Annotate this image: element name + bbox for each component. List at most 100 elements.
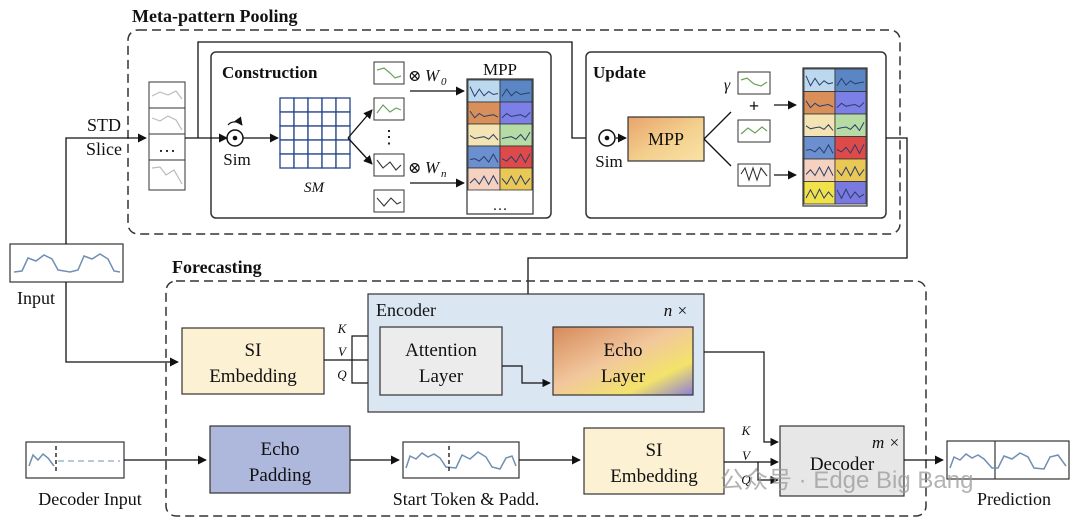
- pattern-cell: [834, 113, 867, 137]
- input-label: Input: [17, 288, 55, 308]
- pattern-cell-series: [836, 122, 865, 132]
- attention-layer: [379, 326, 503, 396]
- pattern-cell: [803, 91, 836, 115]
- pattern-cell-series: [836, 188, 865, 200]
- sm-cell: [307, 111, 323, 127]
- pattern-cell-series: [805, 165, 834, 178]
- start-token-label: Start Token & Padd.: [393, 489, 539, 509]
- pattern-cell-series: [836, 101, 865, 108]
- pattern-cell-series: [501, 112, 531, 119]
- sm-cell: [279, 111, 295, 127]
- slice-ellipsis: …: [158, 136, 176, 156]
- update-patterns: [737, 71, 771, 187]
- pattern-cell: [803, 113, 836, 137]
- attention-layer-line2: Layer: [419, 366, 464, 387]
- sm-cell: [335, 97, 351, 113]
- sm-cell: [307, 125, 323, 141]
- pattern-cell: [499, 167, 533, 191]
- sm-cell: [335, 139, 351, 155]
- pattern-cell-series: [836, 143, 865, 155]
- sm-cell: [335, 153, 351, 169]
- pattern-cell-series: [501, 153, 531, 164]
- si-embedding-encoder: [181, 327, 325, 395]
- sm-cell: [335, 111, 351, 127]
- candidate-patterns: [373, 61, 405, 213]
- si-embedding-encoder-line1: SI: [245, 340, 262, 361]
- pattern-cell: [467, 101, 501, 125]
- pattern-cell-series: [469, 86, 499, 98]
- update-sim-label: Sim: [595, 152, 622, 171]
- pattern-cell: [803, 68, 836, 92]
- echo-layer-line1: Echo: [603, 340, 642, 361]
- pattern-cell-series: [836, 77, 865, 87]
- decoder-input-series: [25, 441, 125, 479]
- pattern-cell-series: [501, 88, 531, 97]
- decoder-input-label: Decoder Input: [38, 489, 141, 509]
- sm-cell: [321, 111, 337, 127]
- sm-cell: [279, 139, 295, 155]
- w0-subscript: 0: [441, 76, 447, 88]
- forecasting-title: Forecasting: [172, 257, 262, 277]
- si-embedding-encoder-line2: Embedding: [209, 366, 297, 387]
- pattern-cell: [499, 123, 533, 147]
- pattern-cell-series: [501, 131, 531, 141]
- start-token-series: [402, 441, 520, 479]
- sm-cell: [321, 153, 337, 169]
- sm-label: SM: [304, 180, 326, 196]
- input-series: [9, 243, 124, 283]
- q-label-decoder: Q: [741, 472, 751, 487]
- echo-layer: [552, 326, 694, 396]
- pattern-cell-series: [836, 165, 865, 178]
- si-embedding-decoder: [583, 427, 725, 495]
- sm-cell: [293, 139, 309, 155]
- construction-box: [210, 51, 552, 219]
- prediction-label: Prediction: [977, 489, 1051, 509]
- pattern-cell-series: [805, 143, 834, 154]
- echo-padding-line2: Padding: [249, 465, 312, 486]
- si-embedding-decoder-line1: SI: [646, 440, 663, 461]
- pattern-cell-series: [469, 110, 499, 119]
- mpp-box-label: MPP: [648, 129, 684, 149]
- pattern-cell-series: [805, 188, 834, 200]
- pattern-cell-series: [469, 133, 499, 141]
- updated-mpp-grid: [803, 68, 867, 205]
- encoder-title: Encoder: [376, 300, 436, 320]
- decoder-label: Decoder: [810, 454, 875, 475]
- sm-cell: [279, 153, 295, 169]
- pattern-cell: [499, 145, 533, 169]
- sm-cell: [307, 97, 323, 113]
- sim-label: Sim: [223, 150, 250, 169]
- sm-cell: [293, 111, 309, 127]
- q-label-encoder: Q: [337, 367, 347, 382]
- k-label-encoder: K: [337, 321, 348, 336]
- similarity-matrix: [279, 97, 351, 169]
- mpp-grid: [467, 79, 533, 191]
- pattern-cell: [834, 136, 867, 160]
- watermark-text: 公众号 · Edge Big Bang: [720, 467, 973, 494]
- attention-layer-line1: Attention: [405, 340, 477, 361]
- pattern-cell-series: [805, 75, 834, 87]
- pattern-cell: [834, 91, 867, 115]
- forecasting-region: [165, 280, 927, 517]
- pattern-cell: [834, 181, 867, 205]
- sm-cell: [321, 139, 337, 155]
- slice-label: Slice: [86, 139, 122, 159]
- sm-cell: [293, 97, 309, 113]
- decoder-block: [779, 425, 905, 497]
- meta-pattern-pooling-region: [127, 29, 901, 235]
- sm-cell: [321, 125, 337, 141]
- meta-pattern-pooling-title: Meta-pattern Pooling: [132, 6, 297, 26]
- wn-operator: ⊗: [408, 160, 421, 177]
- wn-subscript: n: [441, 168, 447, 180]
- v-label-decoder: V: [742, 448, 752, 463]
- construction-title: Construction: [222, 63, 318, 82]
- update-title: Update: [593, 63, 646, 82]
- plus-sign: +: [749, 96, 759, 116]
- encoder-repeat: n ×: [664, 301, 688, 320]
- echo-layer-line2: Layer: [601, 366, 646, 387]
- sm-cell: [279, 97, 295, 113]
- v-label-encoder: V: [338, 344, 348, 359]
- sm-cell: [293, 153, 309, 169]
- pattern-cell: [467, 79, 501, 103]
